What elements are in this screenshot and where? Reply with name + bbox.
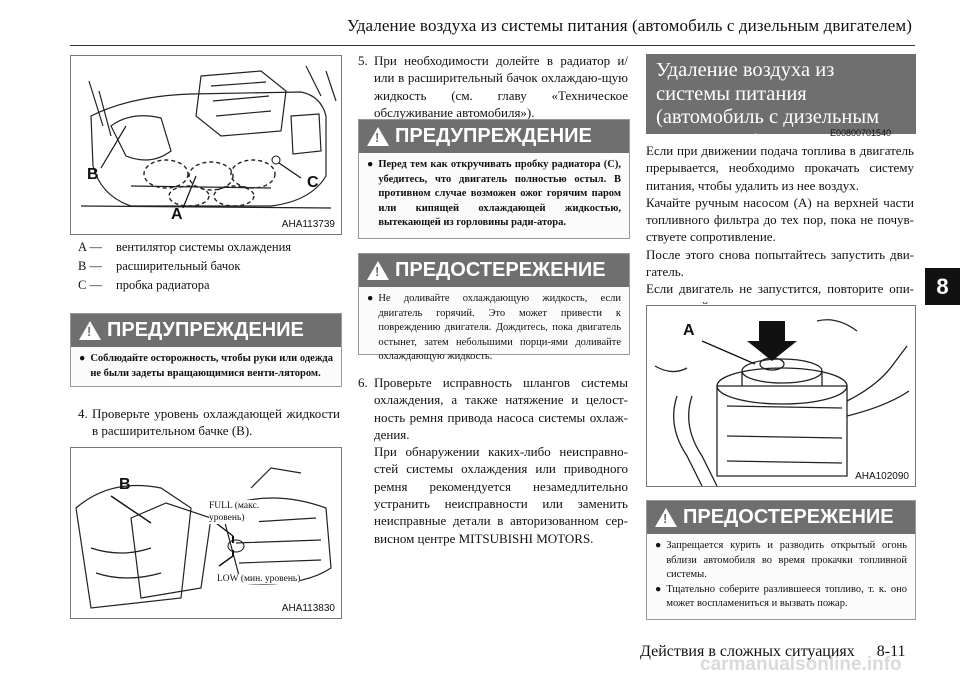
warning-item: ● Перед тем как откручивать пробку радиат… — [367, 158, 621, 231]
figure-code: AHA102090 — [855, 471, 909, 482]
reservoir-illustration — [75, 467, 332, 609]
figure-code: AHA113830 — [281, 603, 335, 614]
legend-row: A — вентилятор системы охлаждения — [78, 238, 348, 257]
caution-box: ПРЕДОСТЕРЕЖЕНИЕ ● Запрещается курить и ра… — [646, 500, 916, 620]
footer: Действия в сложных ситуациях 8-11 — [640, 643, 906, 661]
warning-body: ● Перед тем как откручивать пробку радиат… — [359, 153, 629, 237]
caution-text: Тщательно соберите разлившееся топливо, … — [666, 583, 907, 610]
step-number: 6. — [358, 375, 368, 390]
caution-title: ПРЕДОСТЕРЕЖЕНИЕ — [683, 506, 894, 528]
label-a: A — [171, 206, 183, 223]
caution-body: ● Запрещается курить и разводить открытый… — [647, 534, 915, 618]
caution-text: Запрещается курить и разводить открытый … — [666, 540, 907, 580]
section-body: Если при движении подача топлива в двига… — [646, 142, 914, 315]
warning-box: ПРЕДУПРЕЖДЕНИЕ ● Соблюдайте осторожность,… — [70, 313, 342, 387]
caution-text: Не доливайте охлаждающую жидкость, если … — [378, 293, 621, 362]
warning-triangle-icon — [367, 127, 389, 146]
figure-reservoir: B FULL (макс. уровень) LOW (мин. уровень… — [70, 447, 342, 619]
caution-box: ПРЕДОСТЕРЕЖЕНИЕ ● Не доливайте охлаждающу… — [358, 253, 630, 362]
step-text: При обнаружении каких-либо неисправно-ст… — [374, 444, 628, 546]
figure-fuel-filter: A AHA102090 — [646, 305, 916, 487]
footer-chapter: Действия в сложных ситуациях — [640, 643, 855, 660]
label-c: C — [307, 174, 319, 191]
label-b: B — [87, 166, 99, 183]
warning-triangle-icon — [79, 321, 101, 340]
legend-key: B — — [78, 259, 102, 273]
step-text: Проверьте уровень охлаждающей жидкости в… — [92, 406, 340, 439]
legend-row: C — пробка радиатора — [78, 276, 348, 295]
step-4: 4. Проверьте уровень охлаждающей жидкост… — [78, 405, 340, 440]
bullet-icon: ● — [367, 159, 374, 170]
label-b: B — [119, 476, 131, 493]
legend-key: C — — [78, 278, 102, 292]
section-paragraph: Если при движении подача топлива в двига… — [646, 143, 914, 193]
caution-body: ● Не доливайте охлаждающую жидкость, если… — [359, 287, 629, 371]
page-header-title: Удаление воздуха из системы питания (авт… — [347, 16, 912, 35]
caution-item: ● Не доливайте охлаждающую жидкость, если… — [367, 292, 621, 365]
legend-key: A — — [78, 240, 102, 254]
step-5: 5. При необходимости долейте в радиатор … — [358, 52, 628, 121]
engine-bay-illustration — [80, 65, 337, 209]
caution-item: ● Тщательно соберите разлившееся топливо,… — [655, 583, 907, 612]
warning-body: ● Соблюдайте осторожность, чтобы руки или… — [71, 347, 341, 387]
step-text: Проверьте исправность шлангов системы ох… — [374, 375, 628, 442]
chapter-tab: 8 — [925, 268, 960, 305]
full-label-line: FULL (макс. — [209, 501, 260, 511]
watermark: carmanualsonline.info — [700, 654, 902, 675]
legend-row: B — расширительный бачок — [78, 257, 348, 276]
bullet-icon: ● — [79, 353, 86, 364]
figure-legend: A — вентилятор системы охлаждения B — расш… — [78, 238, 348, 295]
page-number: 8-11 — [876, 643, 906, 660]
full-level-label: FULL (макс. уровень) — [209, 500, 260, 524]
full-label-line: уровень) — [209, 513, 245, 523]
fuel-filter-illustration — [654, 319, 910, 486]
warning-text: Соблюдайте осторожность, чтобы руки или … — [90, 353, 333, 379]
low-level-label: LOW (мин. уровень) — [217, 574, 301, 584]
legend-text: пробка радиатора — [116, 278, 210, 292]
caution-header: ПРЕДОСТЕРЕЖЕНИЕ — [359, 254, 629, 287]
section-code: E00800701540 — [830, 128, 892, 138]
warning-title: ПРЕДУПРЕЖДЕНИЕ — [395, 125, 592, 147]
section-paragraph: Качайте ручным насосом (A) на верхней ча… — [646, 194, 914, 245]
label-a: A — [683, 322, 695, 339]
figure-code: AHA113739 — [281, 219, 335, 230]
step-6: 6. Проверьте исправность шлангов системы… — [358, 374, 628, 547]
warning-item: ● Соблюдайте осторожность, чтобы руки или… — [79, 352, 333, 381]
caution-item: ● Запрещается курить и разводить открытый… — [655, 539, 907, 583]
caution-header: ПРЕДОСТЕРЕЖЕНИЕ — [647, 501, 915, 534]
warning-box: ПРЕДУПРЕЖДЕНИЕ ● Перед тем как откручиват… — [358, 119, 630, 239]
legend-text: вентилятор системы охлаждения — [116, 240, 292, 254]
warning-header: ПРЕДУПРЕЖДЕНИЕ — [71, 314, 341, 347]
bullet-icon: ● — [655, 540, 662, 551]
caution-title: ПРЕДОСТЕРЕЖЕНИЕ — [395, 259, 606, 281]
caution-triangle-icon — [655, 508, 677, 527]
warning-header: ПРЕДУПРЕЖДЕНИЕ — [359, 120, 629, 153]
section-paragraph: После этого снова попытайтесь запустить … — [646, 246, 914, 280]
step-number: 5. — [358, 53, 368, 68]
warning-title: ПРЕДУПРЕЖДЕНИЕ — [107, 319, 304, 341]
bullet-icon: ● — [655, 583, 662, 595]
figure-engine-bay: B C A AHA113739 — [70, 55, 342, 235]
caution-triangle-icon — [367, 261, 389, 280]
section-title: Удаление воздуха из системы питания (авт… — [646, 54, 916, 152]
step-number: 4. — [78, 406, 88, 421]
bullet-icon: ● — [367, 293, 374, 304]
warning-text: Перед тем как откручивать пробку радиато… — [378, 159, 621, 228]
step-text: При необходимости долейте в радиатор и/и… — [374, 53, 628, 120]
step-text-block: Проверьте исправность шлангов системы ох… — [374, 374, 628, 547]
legend-text: расширительный бачок — [116, 259, 241, 273]
header-rule — [70, 45, 915, 46]
